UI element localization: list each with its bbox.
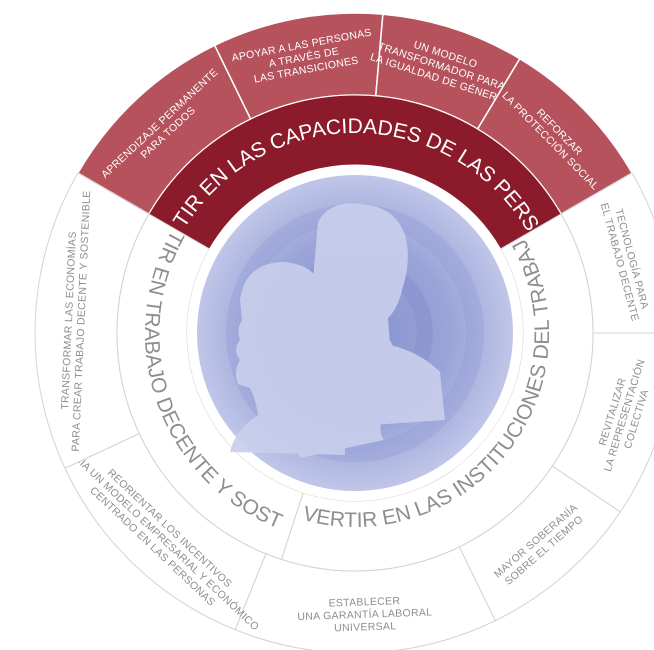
people-silhouettes-icon: [230, 203, 445, 458]
outer-label-line: ESTABLECER: [328, 595, 400, 609]
center-circle: [187, 165, 523, 501]
outer-label-line: UNA GARANTÍA LABORAL: [297, 605, 432, 623]
outer-label-line: UNIVERSAL: [334, 620, 397, 634]
